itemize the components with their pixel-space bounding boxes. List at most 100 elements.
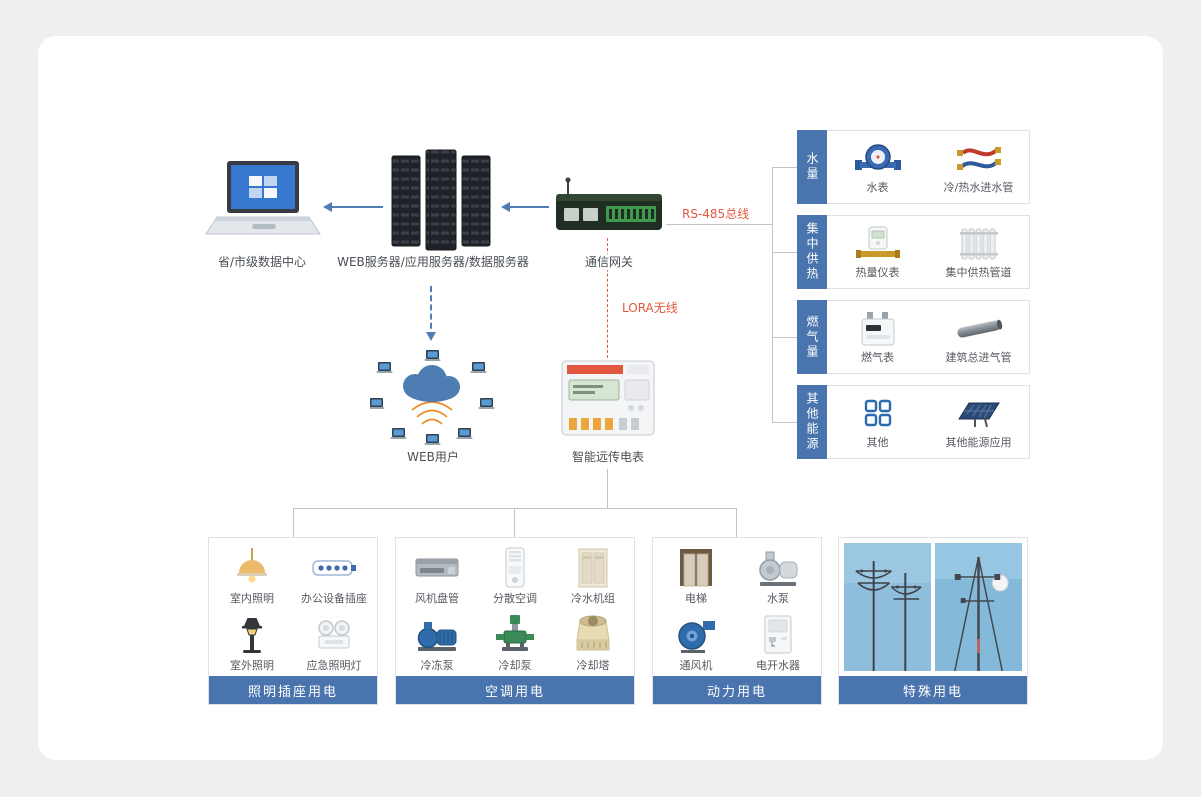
other-apps-icon: [864, 399, 891, 426]
item-water-boiler: 电开水器: [737, 609, 819, 676]
panel-other-energy-tab-label: 其他能源: [805, 392, 819, 452]
weather-station-photo: [935, 543, 1022, 671]
item-outdoor-lighting: 室外照明: [211, 609, 293, 676]
group-power: 电梯 水泵 通风机: [652, 537, 822, 705]
arrow-gateway-to-servers: [501, 202, 549, 212]
panel-gas-volume: 燃气量 燃气表: [797, 300, 1030, 374]
panel-central-heating-tab-label: 集中供热: [805, 222, 819, 282]
item-heating-pipe: 集中供热管道: [928, 225, 1029, 280]
solar-panel-icon: [957, 402, 1000, 427]
wire-stub-heating: [772, 252, 797, 253]
item-office-sockets: 办公设备插座: [293, 542, 375, 609]
water-inlet-pipe-icon: [956, 146, 1001, 170]
panel-gas-volume-tab: 燃气量: [797, 300, 827, 374]
panel-central-heating: 集中供热 热量仪表 集中供热管道: [797, 215, 1030, 289]
item-other-label: 其他: [866, 435, 889, 449]
panel-central-heating-tab: 集中供热: [797, 215, 827, 289]
item-heat-meter-label: 热量仪表: [855, 265, 900, 279]
cooling-tower-icon: [576, 615, 610, 650]
chilled-pump-icon: [417, 621, 457, 651]
elevator-icon: [680, 548, 712, 586]
power-lines-photo: [844, 543, 931, 671]
water-meter-icon: [854, 143, 901, 170]
wire-bottom-horizontal: [293, 508, 737, 509]
item-ventilation-fan: 通风机: [655, 609, 737, 676]
group-special: 特殊用电: [838, 537, 1028, 705]
group-power-footer: 动力用电: [653, 676, 821, 704]
item-gas-meter-label: 燃气表: [861, 350, 894, 364]
wire-bus-vertical: [772, 167, 773, 422]
item-elevator-label: 电梯: [685, 591, 707, 605]
item-office-sockets-label: 办公设备插座: [301, 591, 367, 605]
item-emergency-light: 应急照明灯: [293, 609, 375, 676]
radiator-icon: [959, 228, 998, 259]
panel-water-volume: 水量 水表 冷/热水进水管: [797, 130, 1030, 204]
node-gateway: [552, 176, 666, 240]
item-water-pump-label: 水泵: [767, 591, 789, 605]
servers-label: WEB服务器/应用服务器/数据服务器: [323, 254, 543, 270]
item-water-boiler-label: 电开水器: [756, 658, 800, 672]
item-gas-inlet-pipe: 建筑总进气管: [928, 310, 1029, 365]
cloud-users-icon: [368, 350, 495, 445]
panel-other-energy: 其他能源 其他 其他能源应用: [797, 385, 1030, 459]
ventilation-fan-icon: [678, 620, 715, 653]
wire-stub-other: [772, 422, 797, 423]
item-indoor-lighting-label: 室内照明: [230, 591, 274, 605]
group-lighting-sockets-footer: 照明插座用电: [209, 676, 377, 704]
node-web-users: [368, 350, 495, 449]
group-hvac-footer: 空调用电: [396, 676, 634, 704]
item-water-pump: 水泵: [737, 542, 819, 609]
node-servers: [390, 148, 492, 256]
item-gas-meter: 燃气表: [827, 310, 928, 365]
item-indoor-lighting: 室内照明: [211, 542, 293, 609]
gateway-icon: [556, 177, 662, 230]
item-water-inlet-pipe-label: 冷/热水进水管: [943, 180, 1014, 194]
item-fan-coil-label: 风机盘管: [415, 591, 459, 605]
item-chilled-pump-label: 冷冻泵: [420, 658, 454, 672]
item-other-energy-app: 其他能源应用: [928, 395, 1029, 450]
item-other: 其他: [827, 395, 928, 450]
fan-coil-icon: [415, 558, 459, 576]
item-outdoor-lighting-label: 室外照明: [230, 658, 274, 672]
wire-stub-lighting: [293, 508, 294, 537]
item-split-ac: 分散空调: [476, 542, 554, 609]
item-fan-coil: 风机盘管: [398, 542, 476, 609]
item-cooling-pump-label: 冷却泵: [498, 658, 532, 672]
server-rack-icon: [391, 149, 491, 251]
datacenter-label: 省/市级数据中心: [182, 254, 342, 270]
water-pump-icon: [759, 551, 798, 586]
wire-stub-hvac: [514, 508, 515, 537]
arrow-servers-to-datacenter: [323, 202, 383, 212]
item-split-ac-label: 分散空调: [493, 591, 537, 605]
gateway-label: 通信网关: [561, 254, 657, 270]
item-water-meter: 水表: [827, 140, 928, 195]
gas-meter-icon: [861, 311, 894, 345]
item-heat-meter: 热量仪表: [827, 225, 928, 280]
item-water-inlet-pipe: 冷/热水进水管: [928, 140, 1029, 195]
item-cooling-tower: 冷却塔: [554, 609, 632, 676]
chiller-icon: [578, 548, 608, 587]
wire-gateway-to-bus: [666, 224, 772, 225]
item-cooling-pump: 冷却泵: [476, 609, 554, 676]
wire-stub-power: [736, 508, 737, 537]
group-hvac: 风机盘管 分散空调 冷水机组: [395, 537, 635, 705]
web-users-label: WEB用户: [383, 449, 483, 465]
heat-meter-icon: [855, 226, 900, 258]
node-datacenter: [203, 160, 321, 258]
portable-ac-icon: [505, 547, 525, 587]
item-other-energy-app-label: 其他能源应用: [945, 435, 1012, 449]
indoor-light-icon: [237, 547, 267, 582]
rs485-bus-label: RS-485总线: [680, 206, 752, 222]
panel-water-volume-tab-label: 水量: [805, 152, 819, 182]
wire-stub-gas: [772, 337, 797, 338]
lora-link-label: LORA无线: [620, 300, 680, 316]
item-emergency-light-label: 应急照明灯: [306, 658, 362, 672]
item-ventilation-fan-label: 通风机: [679, 658, 713, 672]
gas-inlet-pipe-icon: [956, 319, 1002, 338]
node-smart-meter: [561, 360, 655, 440]
cooling-pump-icon: [496, 614, 534, 651]
group-special-footer: 特殊用电: [839, 676, 1027, 704]
panel-gas-volume-tab-label: 燃气量: [805, 314, 819, 360]
arrow-servers-to-webusers: [426, 286, 436, 341]
item-chiller-label: 冷水机组: [571, 591, 615, 605]
